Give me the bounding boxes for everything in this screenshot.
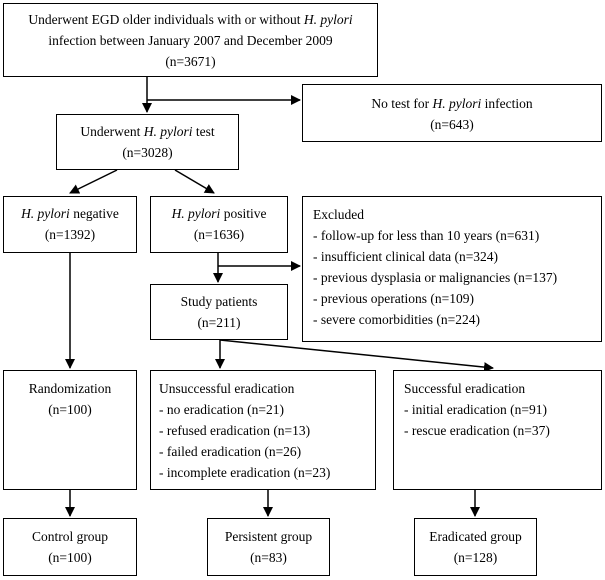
start-line1: Underwent EGD older individuals with or … <box>4 9 377 30</box>
no-test-post: infection <box>481 96 533 111</box>
negative-count: (n=1392) <box>44 227 96 242</box>
no-test-label: No test for H. pylori infection <box>303 93 601 114</box>
unsuccessful-box: Unsuccessful eradication - no eradicatio… <box>150 370 376 490</box>
no-test-italic: H. pylori <box>432 96 482 111</box>
persistent-title: Persistent group <box>224 529 313 544</box>
tested-count: (n=3028) <box>122 145 173 160</box>
no-test-count: (n=643) <box>430 117 474 132</box>
positive-italic: H. pylori <box>171 206 221 221</box>
excluded-item: - previous dysplasia or malignancies (n=… <box>313 270 558 285</box>
study-title: Study patients <box>180 294 258 309</box>
unsuccessful-title: Unsuccessful eradication <box>159 381 295 396</box>
persistent-count: (n=83) <box>250 550 287 565</box>
start-count: (n=3671) <box>165 54 216 69</box>
no-test-pre: No test for <box>371 96 433 111</box>
positive-post: positive <box>220 206 267 221</box>
start-line2: infection between January 2007 and Decem… <box>48 33 333 48</box>
excluded-item: - insufficient clinical data (n=324) <box>313 249 499 264</box>
randomization-count: (n=100) <box>48 402 92 417</box>
excluded-item: - severe comorbidities (n=224) <box>313 312 480 327</box>
positive-count: (n=1636) <box>193 227 245 242</box>
unsuccessful-item: - failed eradication (n=26) <box>159 444 302 459</box>
negative-italic: H. pylori <box>21 206 70 221</box>
start-line1-text: Underwent EGD older individuals with or … <box>28 12 304 27</box>
tested-italic: H. pylori <box>143 124 193 139</box>
tested-post: test <box>192 124 215 139</box>
successful-item: - rescue eradication (n=37) <box>404 423 550 438</box>
unsuccessful-item: - refused eradication (n=13) <box>159 423 311 438</box>
start-box: Underwent EGD older individuals with or … <box>3 3 378 77</box>
unsuccessful-item: - no eradication (n=21) <box>159 402 284 417</box>
tested-pre: Underwent <box>80 124 144 139</box>
eradicated-title: Eradicated group <box>429 529 522 544</box>
control-group-box: Control group (n=100) <box>3 518 137 576</box>
arrow-study-to-successful <box>219 339 494 373</box>
successful-title: Successful eradication <box>404 381 526 396</box>
negative-label: H. pylori negative <box>4 203 136 224</box>
negative-box: H. pylori negative (n=1392) <box>3 196 137 253</box>
tested-label: Underwent H. pylori test <box>57 121 238 142</box>
tested-box: Underwent H. pylori test (n=3028) <box>56 114 239 170</box>
positive-label: H. pylori positive <box>151 203 287 224</box>
successful-item: - initial eradication (n=91) <box>404 402 547 417</box>
excluded-item: - follow-up for less than 10 years (n=63… <box>313 228 540 243</box>
study-box: Study patients (n=211) <box>150 284 288 340</box>
arrow-tested-to-positive <box>174 169 215 194</box>
eradicated-count: (n=128) <box>453 550 498 565</box>
randomization-title: Randomization <box>28 381 112 396</box>
study-count: (n=211) <box>197 315 241 330</box>
unsuccessful-item: - incomplete eradication (n=23) <box>159 465 331 480</box>
positive-box: H. pylori positive (n=1636) <box>150 196 288 253</box>
randomization-box: Randomization (n=100) <box>3 370 137 490</box>
excluded-item: - previous operations (n=109) <box>313 291 474 306</box>
excluded-box: Excluded - follow-up for less than 10 ye… <box>302 196 602 342</box>
negative-post: negative <box>69 206 119 221</box>
persistent-group-box: Persistent group (n=83) <box>207 518 330 576</box>
successful-box: Successful eradication - initial eradica… <box>393 370 602 490</box>
eradicated-group-box: Eradicated group (n=128) <box>414 518 537 576</box>
start-line1-italic: H. pylori <box>303 12 353 27</box>
excluded-title: Excluded <box>313 207 364 222</box>
no-test-box: No test for H. pylori infection (n=643) <box>302 84 602 142</box>
control-count: (n=100) <box>48 550 92 565</box>
arrow-tested-to-negative <box>69 169 118 194</box>
control-title: Control group <box>31 529 109 544</box>
